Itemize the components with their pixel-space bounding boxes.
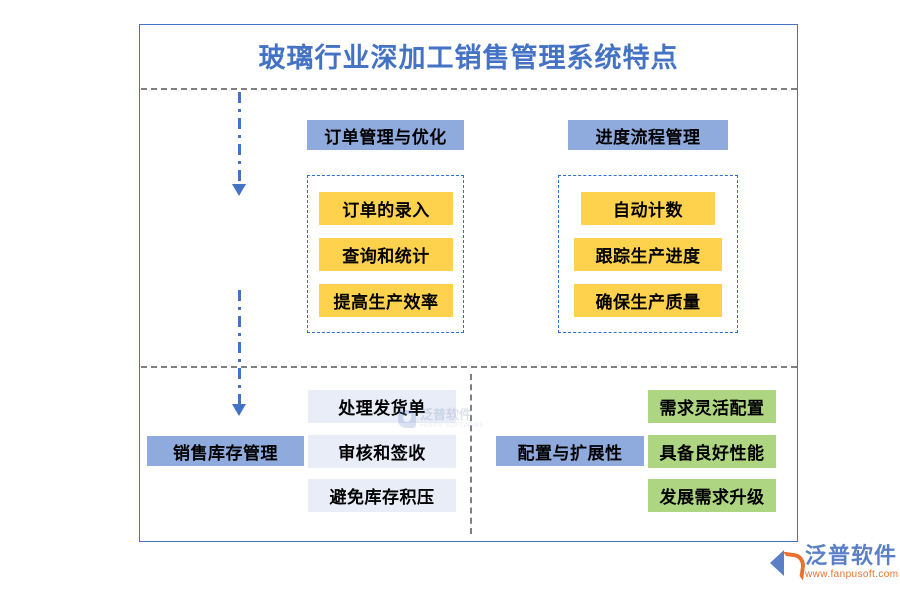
- node-avoid-inventory-backlog[interactable]: 避免库存积压: [308, 479, 456, 512]
- brand-logo: 泛普软件 www.fanpusoft.com: [770, 543, 899, 581]
- node-order-management-header[interactable]: 订单管理与优化: [307, 120, 464, 150]
- diagram-frame: [139, 24, 798, 542]
- divider-vertical: [470, 374, 472, 534]
- page-title: 玻璃行业深加工销售管理系统特点: [258, 43, 679, 73]
- connector-line-upper: [238, 92, 241, 188]
- node-development-upgrade[interactable]: 发展需求升级: [648, 479, 776, 512]
- node-good-performance[interactable]: 具备良好性能: [648, 435, 776, 468]
- arrow-down-icon: [232, 184, 246, 196]
- node-order-entry[interactable]: 订单的录入: [319, 192, 453, 225]
- node-improve-efficiency[interactable]: 提高生产效率: [319, 284, 453, 317]
- arrow-down-icon: [232, 404, 246, 416]
- node-ensure-production-quality[interactable]: 确保生产质量: [574, 284, 722, 317]
- fanpu-logo-icon: [770, 548, 807, 581]
- divider-top: [141, 88, 797, 90]
- logo-brand-name: 泛普软件: [805, 543, 898, 568]
- node-progress-flow-header[interactable]: 进度流程管理: [568, 120, 728, 150]
- logo-url: www.fanpusoft.com: [805, 569, 899, 580]
- node-auto-counting[interactable]: 自动计数: [581, 192, 715, 225]
- group-order-management: [307, 175, 464, 333]
- node-review-and-sign[interactable]: 审核和签收: [308, 435, 456, 468]
- divider-middle: [141, 366, 797, 368]
- node-configuration-scalability-header[interactable]: 配置与扩展性: [496, 436, 644, 466]
- node-track-production-progress[interactable]: 跟踪生产进度: [574, 238, 722, 271]
- node-flexible-requirement-config[interactable]: 需求灵活配置: [648, 390, 776, 423]
- node-process-delivery-order[interactable]: 处理发货单: [308, 390, 456, 423]
- group-progress-flow: [558, 175, 738, 333]
- node-query-statistics[interactable]: 查询和统计: [319, 238, 453, 271]
- connector-line-lower: [238, 290, 241, 408]
- node-sales-inventory-header[interactable]: 销售库存管理: [147, 436, 304, 466]
